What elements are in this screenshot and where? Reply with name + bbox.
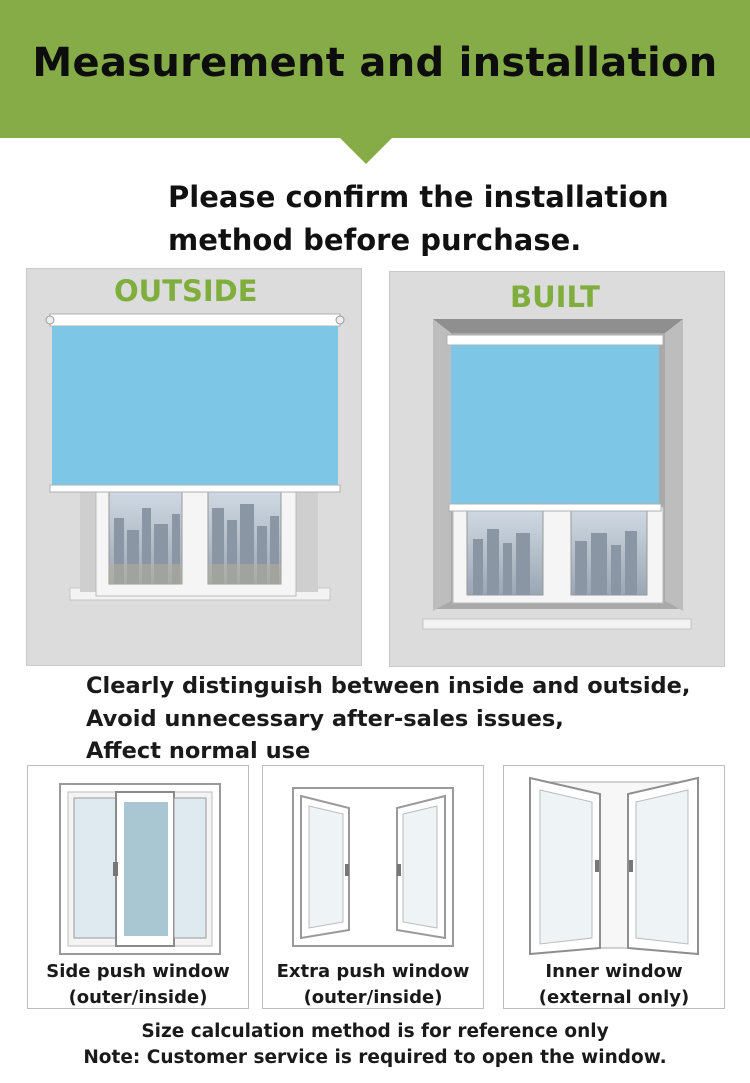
outside-label: OUTSIDE xyxy=(114,274,258,308)
subtitle-line-2: method before purchase. xyxy=(168,223,582,257)
note-line-3: Affect normal use xyxy=(86,738,311,764)
window-card-side-push: Side push window (outer/inside) xyxy=(27,765,249,1009)
side-push-caption: Side push window (outer/inside) xyxy=(28,959,248,1011)
subtitle: Please confirm the installation method b… xyxy=(168,176,669,262)
outside-illustration xyxy=(45,313,345,601)
note-line-1: Clearly distinguish between inside and o… xyxy=(86,673,691,699)
inner-line-1: Inner window xyxy=(545,961,683,982)
side-push-line-1: Side push window xyxy=(46,961,230,982)
built-label: BUILT xyxy=(510,280,600,314)
note-line-2: Avoid unnecessary after-sales issues, xyxy=(86,705,564,732)
notes: Clearly distinguish between inside and o… xyxy=(86,670,690,768)
built-illustration xyxy=(422,319,692,630)
window-card-extra-push: Extra push window (outer/inside) xyxy=(262,765,484,1009)
footer-line-1: Size calculation method is for reference… xyxy=(141,1021,609,1042)
footer-line-2: Note: Customer service is required to op… xyxy=(83,1047,667,1068)
inner-caption: Inner window (external only) xyxy=(504,959,724,1011)
page-title: Measurement and installation xyxy=(32,40,718,86)
banner-arrow xyxy=(339,137,393,164)
extra-push-window-icon xyxy=(292,787,454,947)
side-push-line-2: (outer/inside) xyxy=(68,987,208,1008)
extra-push-line-2: (outer/inside) xyxy=(303,987,443,1008)
subtitle-line-1: Please confirm the installation xyxy=(168,180,669,214)
extra-push-line-1: Extra push window xyxy=(276,961,470,982)
side-push-window-icon xyxy=(59,783,221,955)
window-card-inner: Inner window (external only) xyxy=(503,765,725,1009)
header-banner xyxy=(0,0,750,138)
inner-window-icon xyxy=(529,776,699,956)
inner-line-2: (external only) xyxy=(538,987,690,1008)
extra-push-caption: Extra push window (outer/inside) xyxy=(263,959,483,1011)
